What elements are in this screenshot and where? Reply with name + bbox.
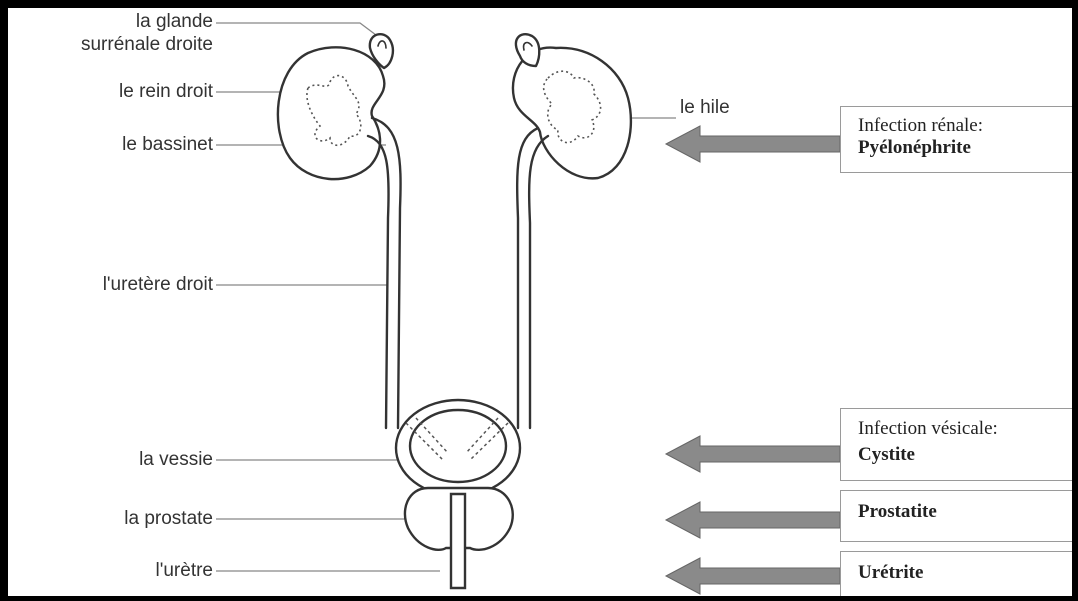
- label-pelvis: le bassinet: [8, 135, 213, 155]
- label-adrenal: la glande surrénale droite: [8, 10, 213, 56]
- infection-bladder-title: Infection vésicale:: [858, 418, 1072, 440]
- right-kidney: [278, 47, 384, 179]
- bladder-inner: [410, 410, 506, 482]
- urethra: [451, 494, 465, 588]
- infection-prostate-name: Prostatite: [858, 501, 1072, 523]
- infection-box-prostate: Prostatite: [840, 490, 1072, 542]
- label-ureter: l'uretère droit: [8, 275, 213, 295]
- left-ureter: [517, 128, 538, 428]
- infection-box-urethra: Urétrite: [840, 551, 1072, 596]
- arrow-prostate: [666, 502, 840, 538]
- diagram-frame: la glande surrénale droite le rein droit…: [8, 8, 1072, 596]
- infection-kidney-name: Pyélonéphrite: [858, 137, 1072, 159]
- infection-bladder-name: Cystite: [858, 444, 1072, 466]
- arrow-urethra: [666, 558, 840, 594]
- label-adrenal-line1: la glande: [136, 11, 213, 32]
- infection-urethra-name: Urétrite: [858, 562, 1072, 584]
- label-kidney: le rein droit: [8, 82, 213, 102]
- left-adrenal-gland: [516, 34, 539, 66]
- infection-box-kidney: Infection rénale: Pyélonéphrite: [840, 106, 1072, 173]
- label-urethra: l'urètre: [8, 561, 213, 581]
- arrow-bladder: [666, 436, 840, 472]
- label-prostate: la prostate: [8, 509, 213, 529]
- left-kidney: [513, 48, 631, 179]
- arrow-kidney: [666, 126, 840, 162]
- label-bladder: la vessie: [8, 450, 213, 470]
- label-adrenal-line2: surrénale droite: [81, 34, 213, 55]
- label-hilum: le hile: [680, 98, 730, 118]
- leader-adrenal: [216, 23, 380, 38]
- infection-kidney-title: Infection rénale:: [858, 115, 1072, 137]
- infection-box-bladder: Infection vésicale: Cystite: [840, 408, 1072, 481]
